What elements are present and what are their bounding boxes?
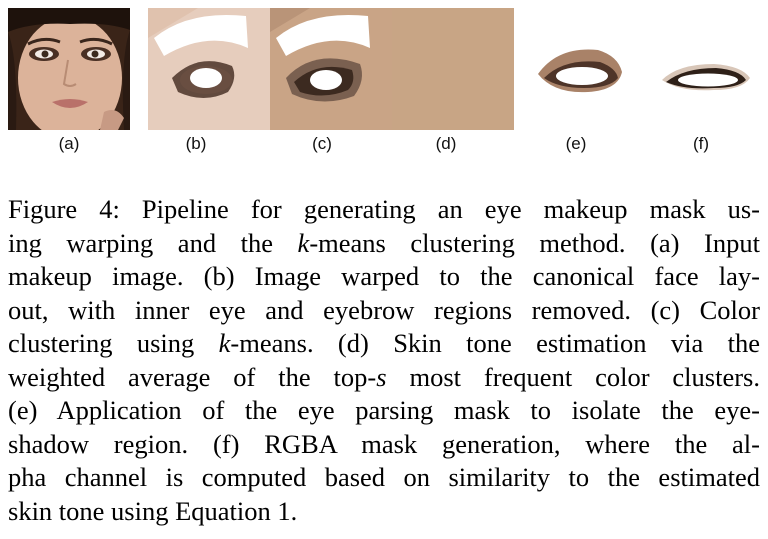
rgba-mask-graphic	[644, 8, 766, 130]
warped-eye-graphic	[148, 8, 270, 130]
panel-e-label: (e)	[565, 134, 587, 153]
skin-tone-swatch	[392, 8, 514, 130]
caption-line: (e) Application of the eye parsing mask …	[8, 395, 760, 425]
panel-f-label: (f)	[692, 134, 710, 153]
panel-a-label: (a)	[58, 134, 80, 153]
caption-line: Figure 4: Pipeline for generating an eye…	[8, 194, 760, 224]
panel-d-label: (d)	[435, 134, 457, 153]
panel-a-input-image	[8, 8, 130, 130]
caption-line: clustering using k-means. (d) Skin tone …	[8, 328, 760, 358]
face-photo-graphic	[8, 8, 130, 130]
clustered-eye-graphic	[270, 8, 392, 130]
panel-e-eyeshadow-region	[518, 8, 640, 130]
panel-b-warped-image	[148, 8, 270, 130]
caption-line: shadow region. (f) RGBA mask generation,…	[8, 428, 760, 459]
eyeshadow-region-graphic	[518, 8, 640, 130]
caption-line: skin tone using Equation 1.	[8, 495, 298, 526]
caption-line: makeup image. (b) Image warped to the ca…	[8, 261, 760, 291]
caption-line: out, with inner eye and eyebrow regions …	[8, 294, 760, 325]
panel-c-label: (c)	[312, 134, 332, 153]
panel-c-color-clustering	[270, 8, 392, 130]
panel-b-label: (b)	[185, 134, 207, 153]
caption-line: ing warping and the k-means clustering m…	[8, 227, 760, 258]
caption-line: pha channel is computed based on similar…	[8, 462, 760, 492]
caption-line: weighted average of the top-s most frequ…	[8, 361, 760, 392]
panel-f-rgba-mask	[644, 8, 766, 130]
panel-d-skin-tone	[392, 8, 514, 130]
figure-caption: Figure 4: Pipeline for generating an eye…	[8, 193, 760, 528]
